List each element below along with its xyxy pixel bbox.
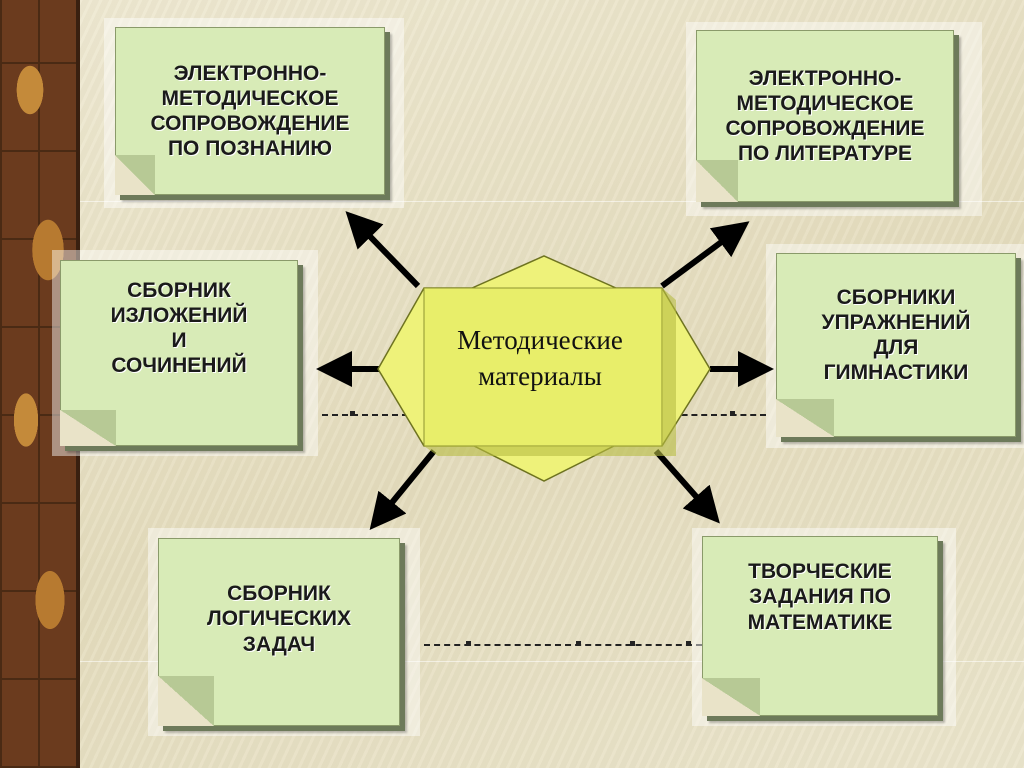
arrow-to-top-right	[660, 221, 750, 289]
page-fold	[776, 399, 834, 437]
center-star-shape	[377, 255, 711, 482]
arrow-to-top-left	[345, 211, 421, 289]
node-label: СБОРНИК ЛОГИЧЕСКИХ ЗАДАЧ	[207, 582, 351, 656]
dashed-line-right	[662, 414, 766, 416]
dashed-line-marker	[350, 411, 355, 416]
page-fold	[158, 676, 214, 726]
page-fold	[115, 155, 155, 195]
arrow-to-bottom-left	[369, 449, 437, 530]
dashed-line-marker	[630, 641, 635, 646]
node-creative-math: ТВОРЧЕСКИЕ ЗАДАНИЯ ПО МАТЕМАТИКЕ	[702, 536, 938, 716]
dashed-line-marker	[730, 411, 735, 416]
dashed-line-marker	[686, 641, 691, 646]
node-label: ЭЛЕКТРОННО- МЕТОДИЧЕСКОЕ СОПРОВОЖДЕНИЕ П…	[725, 66, 925, 166]
node-logic-tasks: СБОРНИК ЛОГИЧЕСКИХ ЗАДАЧ	[158, 538, 400, 726]
background-line	[80, 201, 1024, 202]
node-electronic-knowledge: ЭЛЕКТРОННО- МЕТОДИЧЕСКОЕ СОПРОВОЖДЕНИЕ П…	[115, 27, 385, 195]
node-label: ЭЛЕКТРОННО- МЕТОДИЧЕСКОЕ СОПРОВОЖДЕНИЕ П…	[150, 61, 350, 161]
node-label: ТВОРЧЕСКИЕ ЗАДАНИЯ ПО МАТЕМАТИКЕ	[747, 560, 893, 634]
page-fold	[702, 678, 760, 716]
dashed-line-bottom	[424, 644, 702, 646]
page-fold	[696, 160, 738, 202]
dashed-line-marker	[576, 641, 581, 646]
dashed-line-left	[322, 414, 418, 416]
node-electronic-literature: ЭЛЕКТРОННО- МЕТОДИЧЕСКОЕ СОПРОВОЖДЕНИЕ П…	[696, 30, 954, 202]
page-fold	[60, 410, 116, 446]
node-essays-collection: СБОРНИК ИЗЛОЖЕНИЙ И СОЧИНЕНИЙ	[60, 260, 298, 446]
background-line	[80, 661, 1024, 662]
dashed-line-marker	[466, 641, 471, 646]
arrow-to-bottom-right	[653, 449, 720, 524]
node-label: СБОРНИКИ УПРАЖНЕНИЙ ДЛЯ ГИМНАСТИКИ	[821, 285, 971, 385]
center-label: Методические материалы	[457, 325, 623, 392]
node-gymnastics-collection: СБОРНИКИ УПРАЖНЕНИЙ ДЛЯ ГИМНАСТИКИ	[776, 253, 1016, 437]
node-label: СБОРНИК ИЗЛОЖЕНИЙ И СОЧИНЕНИЙ	[110, 278, 248, 378]
